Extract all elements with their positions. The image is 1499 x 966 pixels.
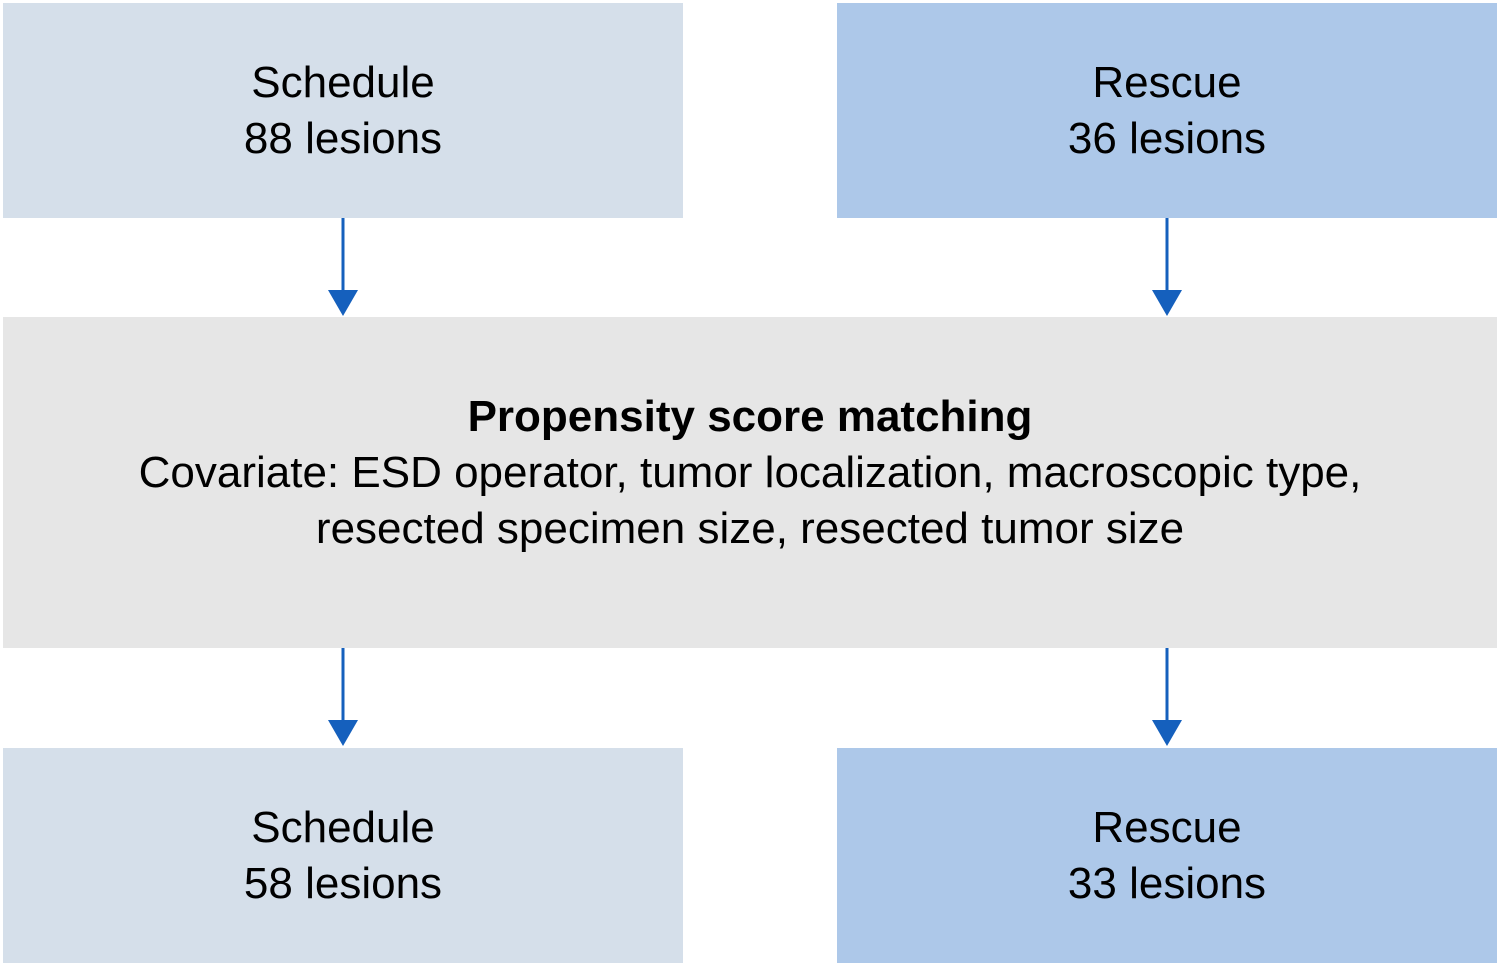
propensity-matching-title: Propensity score matching [467, 391, 1033, 441]
schedule-after-box: Schedule 58 lesions [3, 748, 683, 963]
covariate-line-1: Covariate: ESD operator, tumor localizat… [138, 447, 1362, 497]
schedule-before-title: Schedule [251, 57, 435, 107]
arrow-matching-to-schedule [328, 648, 358, 746]
rescue-after-box: Rescue 33 lesions [837, 748, 1497, 963]
propensity-matching-box: Propensity score matching Covariate: ESD… [3, 317, 1497, 648]
schedule-after-title: Schedule [251, 802, 435, 852]
schedule-before-count: 88 lesions [243, 113, 443, 163]
arrow-rescue-to-matching [1152, 218, 1182, 316]
rescue-before-box: Rescue 36 lesions [837, 3, 1497, 218]
schedule-after-count: 58 lesions [243, 858, 443, 908]
rescue-after-count: 33 lesions [1067, 858, 1267, 908]
rescue-before-count: 36 lesions [1067, 113, 1267, 163]
rescue-before-title: Rescue [1092, 57, 1242, 107]
covariate-line-2: resected specimen size, resected tumor s… [315, 503, 1185, 553]
arrow-schedule-to-matching [328, 218, 358, 316]
arrow-matching-to-rescue [1152, 648, 1182, 746]
schedule-before-box: Schedule 88 lesions [3, 3, 683, 218]
rescue-after-title: Rescue [1092, 802, 1242, 852]
